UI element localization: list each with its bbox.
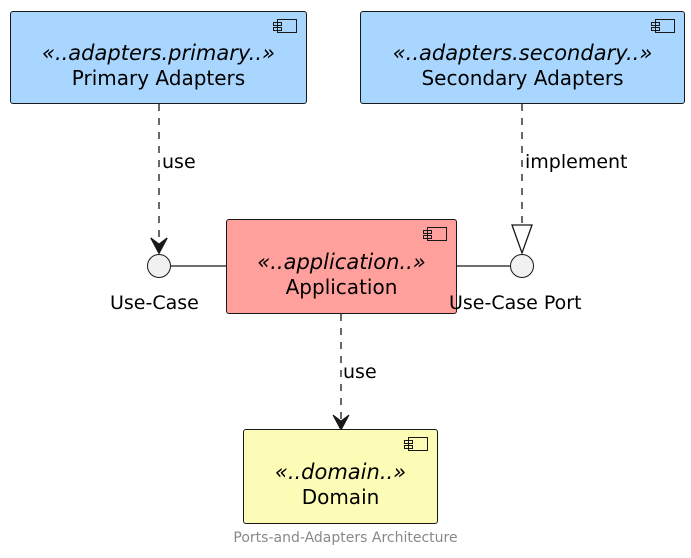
component-name: Domain [301, 485, 380, 509]
component-stereotype: «..adapters.primary..» [42, 41, 275, 65]
component-stereotype: «..adapters.secondary..» [392, 41, 653, 65]
component-name: Secondary Adapters [421, 66, 624, 90]
domain-component: «..domain..» Domain [243, 429, 438, 524]
component-name: Application [285, 275, 398, 299]
primary-adapters-component: «..adapters.primary..» Primary Adapters [10, 11, 307, 104]
component-icon [423, 227, 447, 241]
use-case-interface [147, 254, 171, 278]
use-case-port-label: Use-Case Port [449, 292, 582, 314]
use-case-label: Use-Case [110, 292, 199, 314]
component-stereotype: «..application..» [257, 250, 426, 274]
component-stereotype: «..domain..» [274, 460, 407, 484]
component-icon [273, 19, 297, 33]
component-icon [404, 437, 428, 451]
use-case-port-interface [510, 254, 534, 278]
secondary-adapters-component: «..adapters.secondary..» Secondary Adapt… [360, 11, 685, 104]
edge-label-use-domain: use [343, 361, 377, 383]
application-component: «..application..» Application [226, 219, 457, 314]
edge-label-implement: implement [525, 151, 628, 173]
edge-application-domain-arrowhead [332, 414, 350, 432]
diagram-caption: Ports-and-Adapters Architecture [233, 530, 458, 546]
component-icon [651, 19, 675, 33]
edge-label-use-primary: use [162, 151, 196, 173]
component-name: Primary Adapters [71, 66, 246, 90]
edge-secondary-port-arrowhead [511, 224, 533, 255]
